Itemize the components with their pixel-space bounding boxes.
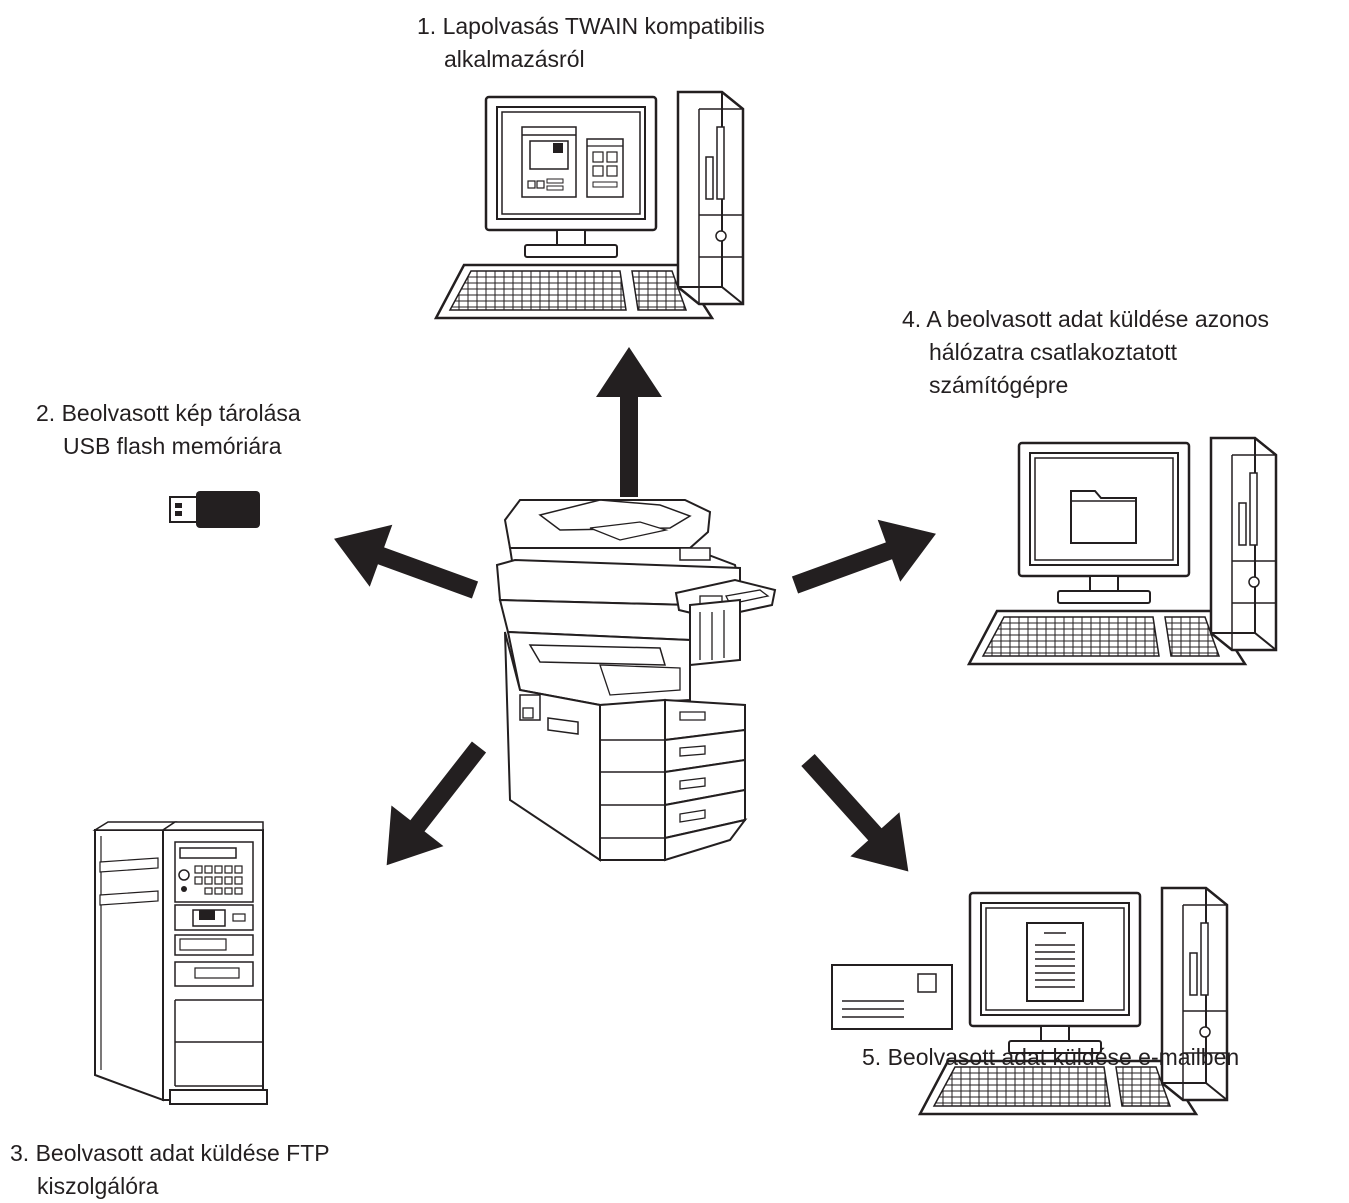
destination-caption-network: 4. A beolvasott adat küldése azonos háló…: [902, 303, 1269, 402]
caption-line: A beolvasott adat küldése azonos: [926, 306, 1269, 332]
arrow-icon: [322, 507, 487, 622]
twain-computer-icon: [434, 90, 745, 320]
destination-caption-email: 5. Beolvasott adat küldése e-mailben: [862, 1041, 1239, 1074]
network-computer-icon: [967, 436, 1278, 666]
arrow-icon: [783, 737, 933, 894]
arrow-icon: [783, 502, 948, 617]
destination-caption-ftp: 3. Beolvasott adat küldése FTP kiszolgál…: [10, 1137, 330, 1203]
caption-line: hálózatra csatlakoztatott: [929, 339, 1178, 365]
usb-flash-drive-icon: [169, 491, 260, 528]
caption-number: 5.: [862, 1044, 882, 1070]
destination-caption-usb: 2. Beolvasott kép tárolása USB flash mem…: [36, 397, 301, 463]
caption-number: 3.: [10, 1140, 30, 1166]
caption-line: alkalmazásról: [444, 46, 585, 72]
caption-line: Lapolvasás TWAIN kompatibilis: [442, 13, 765, 39]
caption-line: Beolvasott adat küldése FTP: [35, 1140, 330, 1166]
caption-line: számítógépre: [929, 372, 1069, 398]
destination-caption-twain: 1. Lapolvasás TWAIN kompatibilis alkalma…: [417, 10, 765, 76]
envelope-icon: [831, 964, 953, 1030]
caption-line: kiszolgálóra: [37, 1173, 159, 1199]
arrow-icon: [596, 347, 662, 497]
multifunction-printer-icon: [495, 499, 777, 862]
caption-number: 1.: [417, 13, 437, 39]
caption-line: Beolvasott adat küldése e-mailben: [887, 1044, 1240, 1070]
email-computer-icon: [918, 886, 1229, 1116]
arrow-icon: [360, 726, 506, 886]
folder-icon: [1070, 490, 1137, 544]
ftp-server-icon: [92, 821, 268, 1105]
caption-line: Beolvasott kép tárolása: [61, 400, 301, 426]
caption-line: USB flash memóriára: [63, 433, 282, 459]
document-icon: [1026, 922, 1084, 1002]
caption-number: 2.: [36, 400, 56, 426]
caption-number: 4.: [902, 306, 922, 332]
